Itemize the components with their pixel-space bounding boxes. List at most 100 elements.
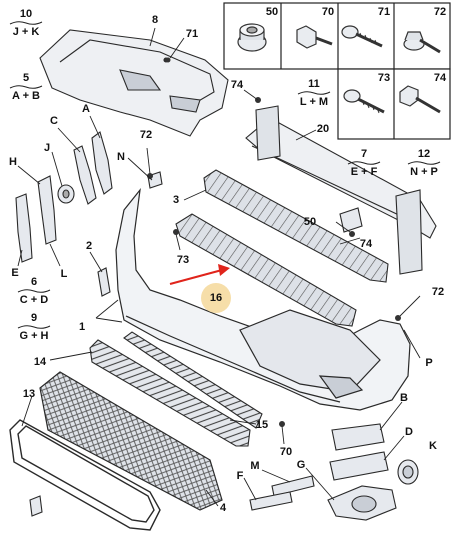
ref-9-num: 9 xyxy=(30,312,38,324)
callout-74-upper: 74 xyxy=(230,79,244,91)
bracket-c xyxy=(73,145,97,205)
grille-14 xyxy=(89,339,251,447)
ref-11-num: 11 xyxy=(308,78,320,90)
ref-9: 9 G + H xyxy=(17,312,51,342)
callout-f: F xyxy=(236,470,244,482)
ref-6-num: 6 xyxy=(30,276,38,288)
callout-4: 4 xyxy=(219,502,227,514)
screw-71-icon xyxy=(341,25,383,48)
ref-10-num: 10 xyxy=(19,8,33,20)
callout-16: 16 xyxy=(209,292,223,304)
strip-f xyxy=(249,491,293,511)
energy-absorber-3 xyxy=(203,169,389,283)
ref-7-num: 7 xyxy=(360,148,368,160)
callout-k: K xyxy=(429,440,437,452)
callout-70-diagram: 70 xyxy=(279,446,293,458)
nut-50-icon xyxy=(237,23,267,52)
table-cell-74: 74 xyxy=(433,72,447,84)
callout-e: E xyxy=(11,267,19,279)
ref-11-tilde xyxy=(297,91,331,95)
ref-12-tilde xyxy=(407,161,441,165)
table-cell-50: 50 xyxy=(265,6,279,18)
ref-11: 11 L + M xyxy=(297,78,331,108)
clip-2 xyxy=(97,267,111,297)
callout-d: D xyxy=(405,426,413,438)
ref-6-tilde xyxy=(17,289,51,293)
screw-70-icon xyxy=(296,25,333,49)
callout-14: 14 xyxy=(33,356,47,368)
ref-11-sub: L + M xyxy=(299,96,329,108)
ref-6: 6 C + D xyxy=(17,276,51,306)
callout-20: 20 xyxy=(316,123,330,135)
callout-b: B xyxy=(400,392,408,404)
table-cell-72: 72 xyxy=(433,6,447,18)
ref-7: 7 E + F xyxy=(347,148,381,178)
ref-9-sub: G + H xyxy=(19,330,49,342)
callout-13: 13 xyxy=(22,388,36,400)
callout-p: P xyxy=(425,357,433,369)
fog-cover-g xyxy=(327,485,397,521)
callout-1: 1 xyxy=(78,321,86,333)
callout-16-highlight xyxy=(201,283,231,313)
callout-g: G xyxy=(296,459,306,471)
bolt-74-icon xyxy=(399,85,441,114)
ref-9-tilde xyxy=(17,325,51,329)
table-cell-71: 71 xyxy=(377,6,391,18)
strip-m xyxy=(271,475,315,497)
ref-5-num: 5 xyxy=(22,72,30,84)
main-grille-4 xyxy=(39,371,223,511)
callout-74-lower: 74 xyxy=(359,238,373,250)
clip-j xyxy=(57,184,75,204)
ref-10-sub: J + K xyxy=(12,26,40,38)
ref-7-tilde xyxy=(347,161,381,165)
callout-72-upper: 72 xyxy=(139,129,153,141)
fastener-72a-dot xyxy=(147,173,153,179)
callout-73: 73 xyxy=(176,254,190,266)
upper-panel-8 xyxy=(39,29,229,137)
callout-72-lower: 72 xyxy=(431,286,445,298)
callout-71: 71 xyxy=(185,28,199,40)
ref-5: 5 A + B xyxy=(9,72,43,102)
fastener-73-dot xyxy=(173,229,179,235)
callout-8: 8 xyxy=(151,14,159,26)
ref-5-tilde xyxy=(9,85,43,89)
callout-j: J xyxy=(43,142,51,154)
fastener-70b-dot xyxy=(279,421,285,427)
bumper-cover-1 xyxy=(115,187,411,411)
clip-small-bottom xyxy=(29,495,43,517)
fastener-71a-dot xyxy=(165,57,171,63)
ref-6-sub: C + D xyxy=(19,294,49,306)
callout-n: N xyxy=(117,151,125,163)
side-bracket-e xyxy=(15,193,33,263)
bracket-a xyxy=(91,131,113,195)
table-cell-70: 70 xyxy=(321,6,335,18)
callout-h: H xyxy=(9,156,17,168)
lower-grille-15 xyxy=(123,331,263,429)
screw-73-icon xyxy=(343,89,385,114)
grille-frame-13 xyxy=(9,419,161,531)
callout-l: L xyxy=(60,268,68,280)
bracket-b xyxy=(331,423,385,451)
bracket-d xyxy=(329,451,389,481)
bracket-50 xyxy=(339,207,363,233)
lower-absorber-16 xyxy=(175,213,357,327)
side-bracket-h xyxy=(37,175,57,245)
leader-lines xyxy=(17,27,421,507)
ref-12-sub: N + P xyxy=(410,166,438,178)
callout-3: 3 xyxy=(172,194,180,206)
reinforcement-beam-20 xyxy=(245,105,437,275)
ref-12-num: 12 xyxy=(417,148,431,160)
callout-m: M xyxy=(250,460,260,472)
table-cell-73: 73 xyxy=(377,72,391,84)
ref-5-sub: A + B xyxy=(11,90,40,102)
ref-7-sub: E + F xyxy=(350,166,378,178)
callout-c: C xyxy=(50,115,58,127)
callout-a: A xyxy=(82,103,90,115)
highlight-arrow xyxy=(169,264,230,286)
callout-2: 2 xyxy=(85,240,93,252)
callout-50-diagram: 50 xyxy=(303,216,317,228)
cap-k xyxy=(397,459,419,485)
bolt-72-icon xyxy=(403,31,441,54)
callout-15: 15 xyxy=(255,419,269,431)
